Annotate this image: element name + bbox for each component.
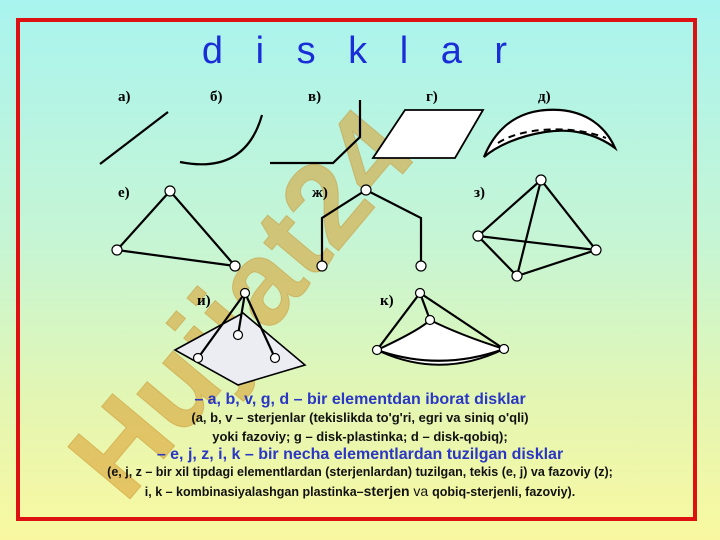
heading-multi-element: – e, j, z, i, k – bir necha elementlarda… [156,446,564,463]
label-g: г) [426,89,438,105]
label-zh: ж) [312,185,328,201]
text-line-4-part-a: i, k – kombinasiyalashgan plastinka– [144,485,364,499]
label-e: е) [118,185,130,201]
text-line-4-part-b: sterjen [363,483,410,499]
figure-e-triangle-truss [111,185,241,272]
slide-title: d i s k l a r [201,30,519,72]
text-line-4: i, k – kombinasiyalashgan plastinka–ster… [0,483,720,499]
figure-g-plate [371,109,485,159]
figure-z-spatial-truss [472,174,602,282]
slide-frame [16,18,697,521]
text-line-4-part-d: qobiq-sterjenli, fazoviy). [432,485,576,499]
label-v: в) [308,89,322,105]
figure-i-plate-rods [173,287,307,386]
label-a: а) [118,89,131,105]
figure-v-broken-rod [270,100,362,165]
figure-b-curved-rod [179,114,264,166]
text-line-4-part-c: va [409,483,433,499]
label-k: к) [380,293,394,309]
figure-zh-frame [316,184,427,272]
heading-single-element: – a, b, v, g, d – bir elementdan iborat … [194,391,526,408]
figure-d-shell [482,108,618,158]
figure-k-shell-rods [371,287,510,366]
text-line-3: (e, j, z – bir xil tipdagi elementlardan… [107,465,613,479]
label-i: и) [197,293,211,309]
figure-a-straight-rod [99,111,169,165]
label-d: д) [538,89,551,105]
label-b: б) [210,89,223,105]
text-line-1: (a, b, v – sterjenlar (tekislikda to'g'r… [191,410,529,425]
text-line-2: yoki fazoviy; g – disk-plastinka; d – di… [212,429,508,444]
label-z: з) [474,185,486,201]
